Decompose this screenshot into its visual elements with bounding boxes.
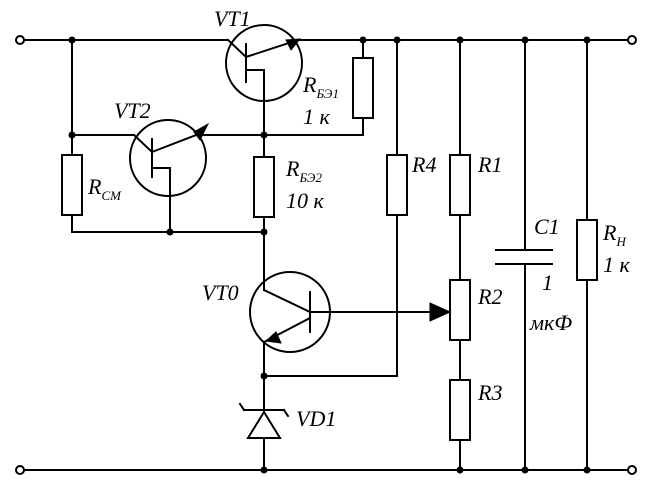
transistor-vt2 [129, 119, 210, 233]
r2-label: R2 [477, 284, 502, 309]
potentiometer-r2 [429, 279, 471, 381]
output-terminal-top [627, 35, 637, 45]
transistor-vt1 [225, 24, 303, 136]
resistor-rh [576, 39, 598, 471]
rbe2-label: RБЭ2 [285, 156, 322, 185]
c1-label: C1 [534, 214, 560, 239]
resistor-r3 [449, 379, 471, 471]
resistor-rbe2 [253, 134, 275, 291]
zener-diode-vd1 [238, 375, 290, 471]
rh-label: RН [602, 220, 626, 249]
r3-label: R3 [477, 380, 502, 405]
vt0-label: VT0 [202, 280, 239, 305]
transistor-vt0 [249, 271, 441, 377]
input-terminal-bottom [15, 465, 25, 475]
resistor-rsm [61, 39, 83, 233]
output-terminal-bottom [627, 465, 637, 475]
capacitor-c1 [495, 39, 553, 471]
resistor-r1 [449, 39, 471, 281]
junction-dots [68, 36, 591, 474]
c1-value-number: 1 [542, 270, 553, 295]
rbe1-label: RБЭ1 [302, 72, 339, 101]
resistor-r4 [263, 39, 408, 377]
r4-label: R4 [411, 152, 436, 177]
rh-value: 1 к [603, 252, 631, 277]
c1-value-unit: мкФ [529, 310, 572, 335]
vt2-label: VT2 [114, 98, 151, 123]
rbe1-value: 1 к [303, 104, 331, 129]
resistor-rbe1 [352, 39, 374, 136]
input-terminal-top [15, 35, 25, 45]
r1-label: R1 [477, 152, 502, 177]
vd1-label: VD1 [296, 406, 336, 431]
rsm-label: RСМ [87, 174, 122, 203]
vt1-label: VT1 [214, 6, 251, 31]
rbe2-value: 10 к [286, 188, 325, 213]
